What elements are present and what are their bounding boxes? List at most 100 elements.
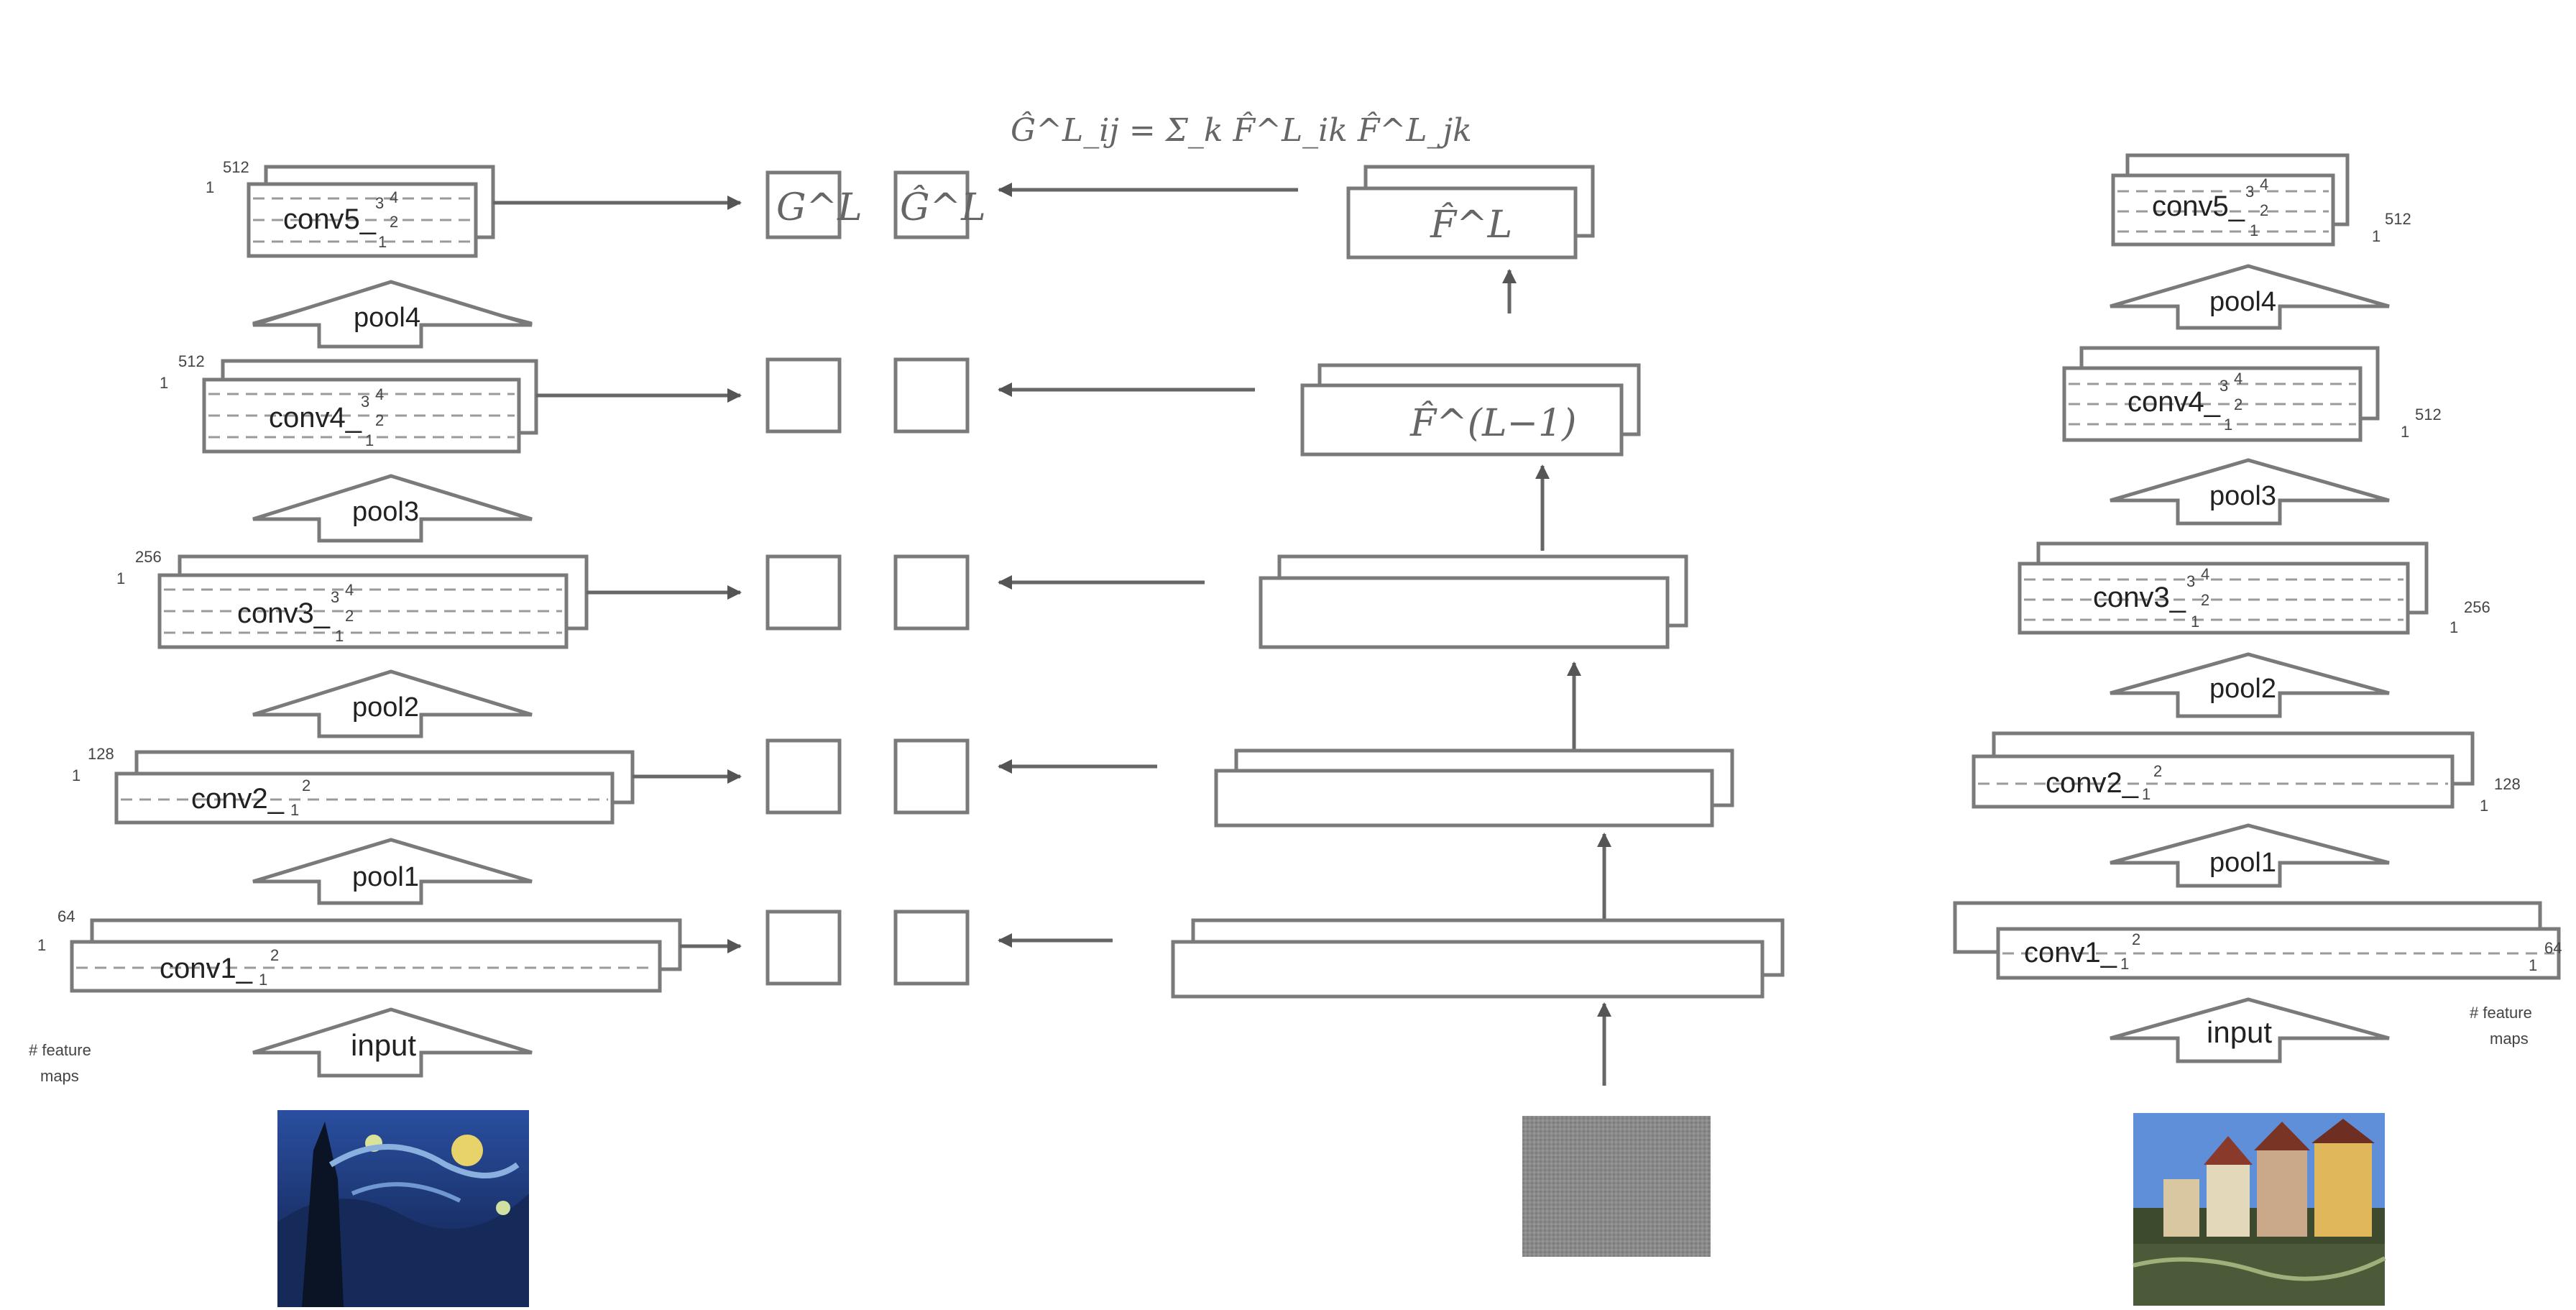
gram-G-2: [765, 738, 842, 815]
content-conv1-block: conv1_ 2 1 1 64: [1953, 901, 2562, 980]
content-conv3-sub: 1: [2191, 613, 2199, 631]
style-conv2-maps: 128: [88, 745, 114, 763]
style-conv5-num-b: 2: [390, 213, 398, 231]
style-conv5-prefix: 1: [206, 178, 214, 196]
gram-Ghat-L-5: [893, 170, 970, 239]
style-conv4-label: conv4_: [269, 402, 362, 434]
style-conv1-block: conv1_ 2 1 1 64: [37, 907, 682, 993]
style-pool3-label: pool3: [352, 497, 419, 527]
style-conv3-maps: 256: [135, 548, 162, 566]
style-pool1-arrow: pool1: [252, 838, 533, 905]
style-conv3-num-a: 3: [331, 588, 339, 606]
style-to-gram-arrows: [493, 196, 742, 953]
feature-layer-3: [1259, 554, 1688, 649]
style-conv5-num-c: 4: [390, 188, 398, 206]
content-conv2-sub: 1: [2142, 785, 2150, 803]
style-conv4-prefix: 1: [160, 374, 168, 392]
content-conv5-maps: 512: [2385, 210, 2411, 228]
gram-G-label: G^L: [776, 186, 862, 229]
content-conv1-sub: 1: [2120, 955, 2129, 973]
content-conv5-num-b: 2: [2260, 201, 2268, 219]
features-to-gram-arrows: [998, 183, 1298, 948]
content-conv5-num-c: 4: [2260, 175, 2268, 193]
content-pool4-arrow: pool4: [2110, 264, 2390, 330]
gram-G-3: [765, 554, 842, 631]
content-conv3-label: conv3_: [2093, 582, 2186, 613]
style-conv1-label: conv1_: [160, 953, 253, 984]
content-conv4-num-b: 2: [2234, 395, 2242, 413]
style-conv4-num-c: 4: [375, 385, 384, 403]
content-conv4-prefix: 1: [2401, 423, 2409, 441]
content-conv2-num: 2: [2153, 762, 2162, 780]
style-pool2-arrow: pool2: [252, 669, 533, 738]
style-conv1-prefix: 1: [37, 936, 46, 954]
content-conv3-num-b: 2: [2201, 591, 2209, 609]
feature-layer-1: [1171, 918, 1785, 999]
content-conv1-label: conv1_: [2024, 937, 2117, 968]
style-pool4-arrow: pool4: [252, 280, 533, 349]
content-pool1-arrow: pool1: [2110, 823, 2390, 888]
style-conv2-num: 2: [302, 777, 310, 794]
content-pool2-arrow: pool2: [2110, 652, 2390, 718]
style-conv2-prefix: 1: [72, 766, 80, 784]
starry-night-image: [277, 1110, 529, 1307]
style-conv5-num-a: 3: [375, 194, 384, 212]
content-conv3-maps: 256: [2464, 598, 2490, 616]
feature-layer-5: F̂^L: [1346, 165, 1595, 260]
white-noise-image: [1522, 1116, 1711, 1257]
content-conv1-prefix: 1: [2529, 956, 2537, 974]
style-conv1-num: 2: [270, 946, 279, 964]
style-feature-maps-label-1: # feature: [29, 1041, 91, 1059]
content-conv4-label: conv4_: [2128, 386, 2221, 418]
content-feature-maps-label-1: # feature: [2470, 1004, 2532, 1022]
gram-formula: Ĝ^L_ij = Σ_k F̂^L_ik F̂^L_jk: [1011, 111, 1472, 149]
content-pool3-arrow: pool3: [2110, 458, 2390, 526]
content-conv3-block: conv3_ 3 4 2 1 1 256: [2018, 541, 2490, 636]
style-conv5-sub: 1: [378, 233, 387, 251]
style-pool3-arrow: pool3: [252, 474, 533, 543]
gram-Ghat-4: [893, 357, 970, 434]
style-conv2-sub: 1: [290, 801, 299, 819]
content-conv3-num-c: 4: [2201, 565, 2209, 583]
style-conv3-sub: 1: [335, 627, 344, 645]
feature-FL-label: F̂^L: [1430, 203, 1512, 247]
style-conv4-maps: 512: [178, 352, 205, 370]
content-feature-maps-label-2: maps: [2490, 1030, 2529, 1048]
content-conv2-label: conv2_: [2046, 767, 2139, 799]
content-conv5-block: conv5_ 3 4 2 1 1 512: [2111, 153, 2411, 247]
gram-G-L-5: [765, 170, 842, 239]
style-input-label: input: [351, 1028, 416, 1062]
style-conv1-maps: 64: [58, 907, 75, 925]
style-input-arrow: input: [252, 1007, 533, 1078]
content-input-arrow: input: [2110, 997, 2390, 1063]
generated-feature-stack: F̂^L F̂^(L−1): [1171, 165, 1785, 1086]
gram-G-4: [765, 357, 842, 434]
content-pool1-label: pool1: [2209, 848, 2276, 878]
content-conv5-sub: 1: [2250, 221, 2258, 239]
style-conv3-num-b: 2: [345, 607, 354, 625]
style-conv3-block: conv3_ 3 4 2 1 1 256: [116, 548, 589, 649]
content-conv2-maps: 128: [2494, 775, 2521, 793]
content-network: conv5_ 3 4 2 1 1 512 conv4_ 3 4 2 1 1 51…: [1953, 153, 2562, 1306]
feature-layer-4: F̂^(L−1): [1300, 363, 1641, 457]
style-conv1-sub: 1: [259, 971, 267, 989]
content-conv4-maps: 512: [2415, 406, 2442, 423]
content-input-label: input: [2207, 1015, 2272, 1049]
style-conv3-label: conv3_: [237, 597, 331, 629]
content-conv4-num-c: 4: [2234, 370, 2242, 388]
style-conv4-num-b: 2: [375, 411, 384, 429]
feature-layer-2: [1214, 748, 1734, 828]
content-conv2-block: conv2_ 2 1 1 128: [1972, 731, 2521, 815]
style-pool4-label: pool4: [354, 303, 420, 333]
style-conv5-label: conv5_: [283, 203, 377, 235]
content-conv5-prefix: 1: [2372, 227, 2380, 245]
gram-Ghat-2: [893, 738, 970, 815]
content-conv5-num-a: 3: [2245, 183, 2254, 201]
gram-Ghat-3: [893, 554, 970, 631]
content-conv3-num-a: 3: [2186, 572, 2195, 590]
feature-FL1-label: F̂^(L−1): [1409, 401, 1576, 445]
content-conv1-num: 2: [2132, 930, 2140, 948]
gram-G-1: [765, 910, 842, 986]
style-conv3-prefix: 1: [116, 569, 125, 587]
content-pool2-label: pool2: [2209, 674, 2276, 704]
